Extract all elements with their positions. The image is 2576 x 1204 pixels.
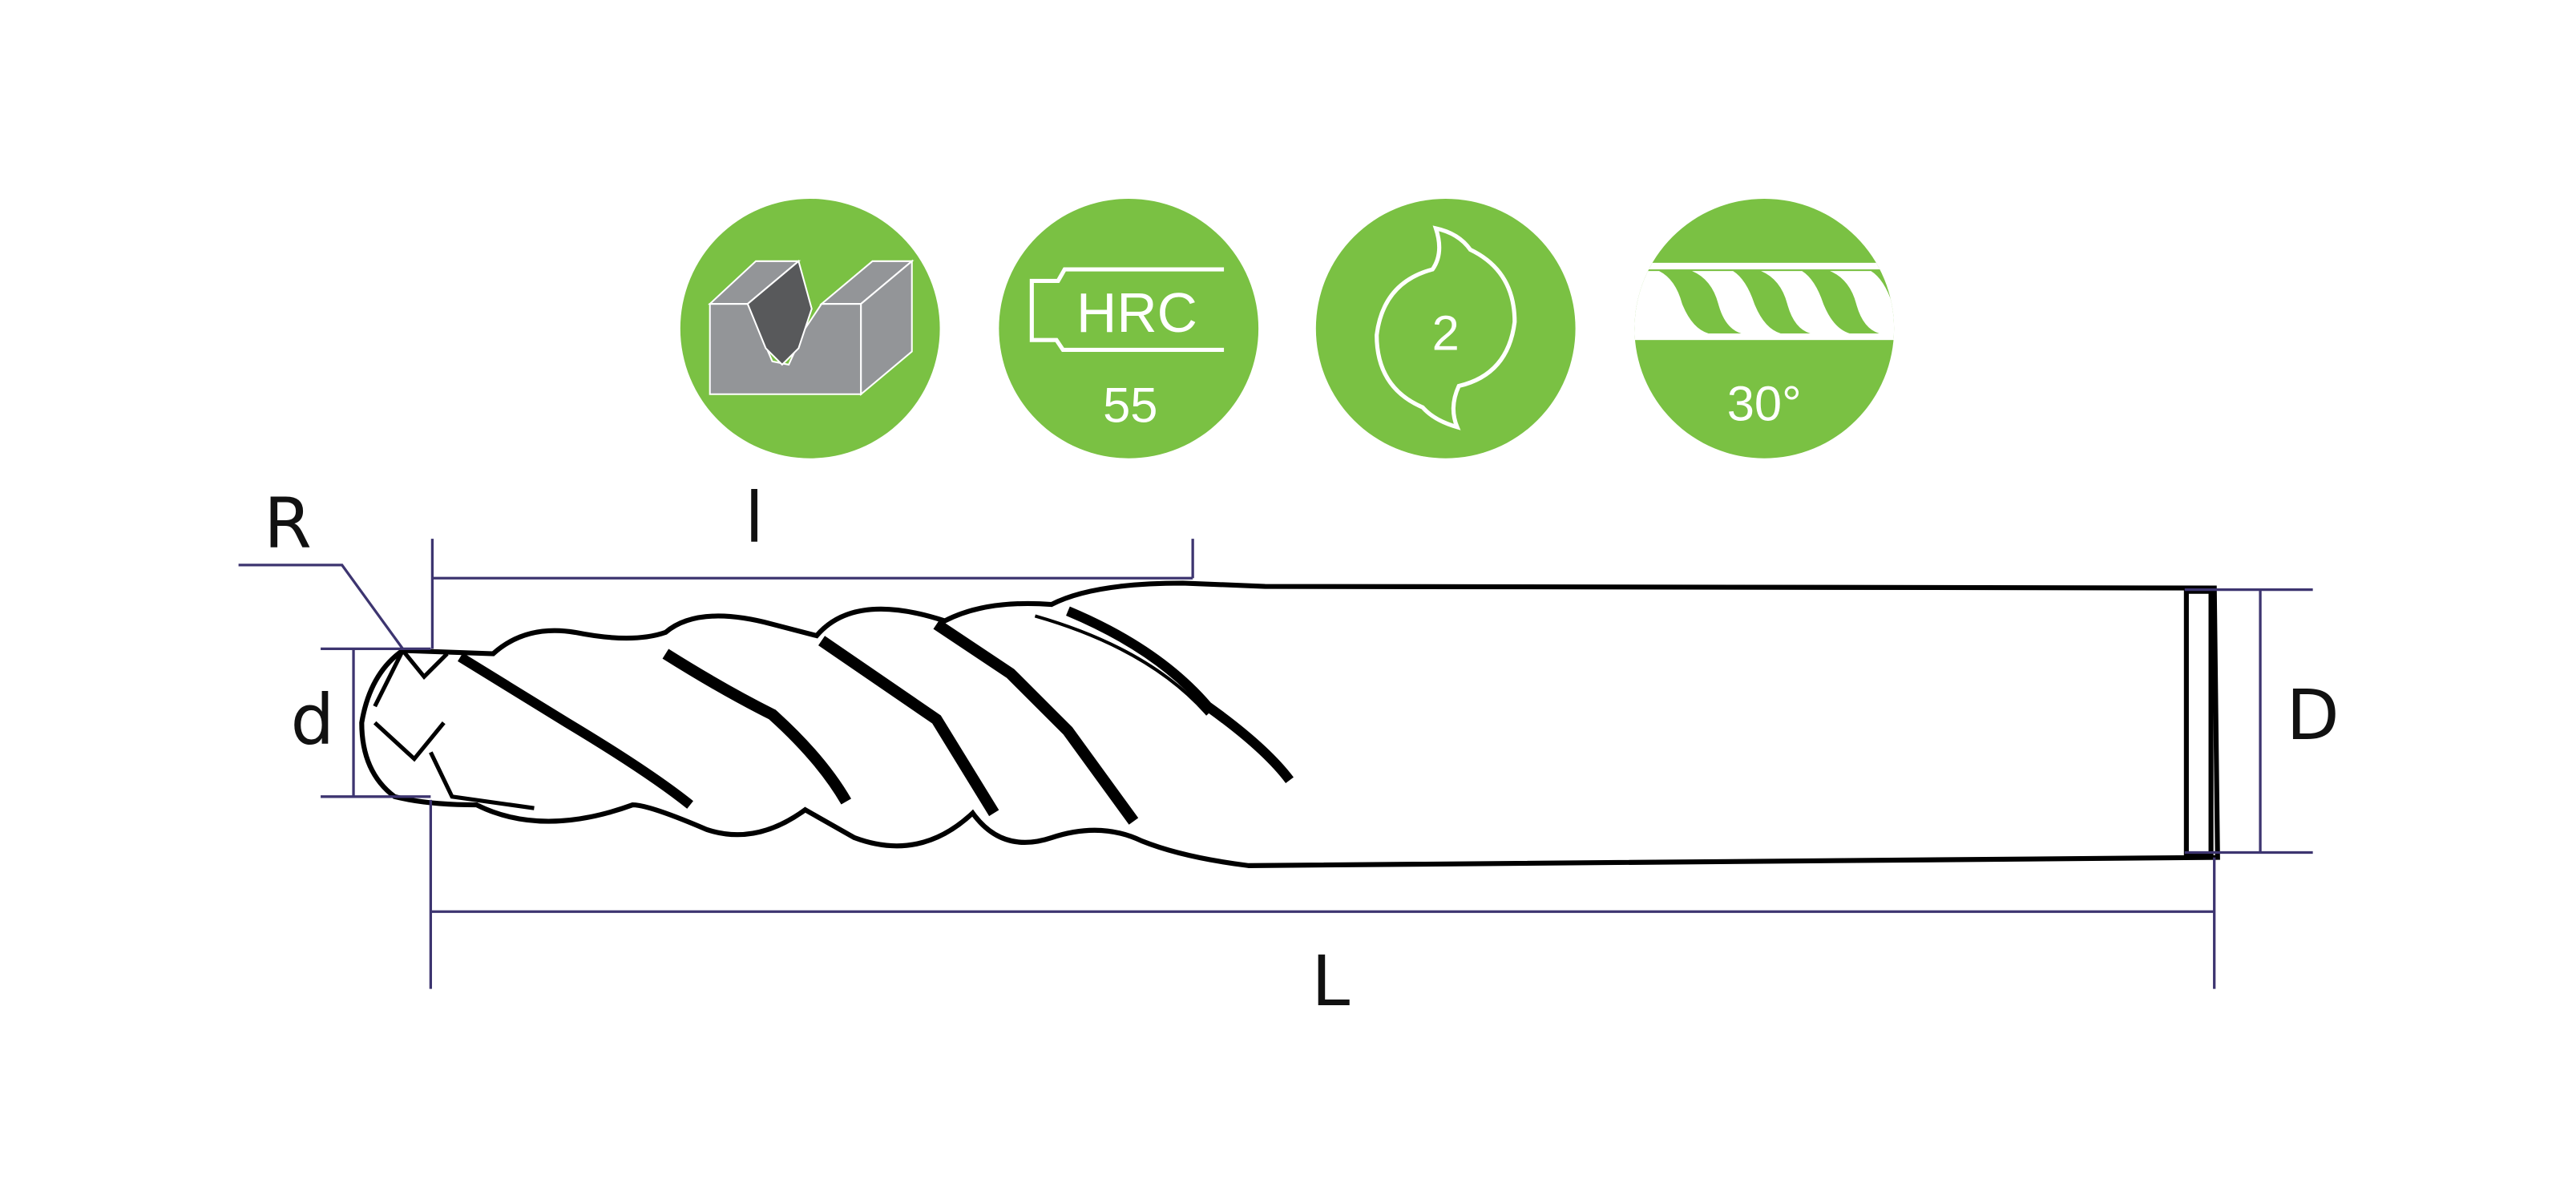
cutting-diameter-label: d bbox=[291, 681, 335, 761]
dimension-lines bbox=[238, 539, 2313, 989]
flute bbox=[1066, 606, 1294, 784]
helix-angle-icon: 30° bbox=[1634, 198, 1895, 459]
radius-label: R bbox=[264, 483, 312, 564]
flute-edge bbox=[1034, 614, 1209, 716]
helix-angle-value: 30° bbox=[1727, 377, 1802, 432]
overall-length-label: L bbox=[1311, 942, 1350, 1022]
cutting-length-label: l bbox=[745, 479, 764, 559]
shank-diameter-label: D bbox=[2287, 676, 2340, 756]
hrc-label: HRC bbox=[1076, 281, 1197, 344]
flute bbox=[933, 619, 1139, 825]
flute bbox=[818, 636, 999, 817]
flute-count-value: 2 bbox=[1432, 305, 1460, 361]
flute bbox=[458, 653, 693, 809]
groove-profile-icon bbox=[680, 198, 940, 459]
flute bbox=[662, 648, 851, 805]
shank-end bbox=[2183, 588, 2214, 857]
flute-count-icon: 2 bbox=[1315, 198, 1576, 459]
hrc-value: 55 bbox=[1103, 378, 1157, 434]
end-mill-drawing bbox=[359, 580, 2220, 868]
hardness-icon: HRC 55 bbox=[999, 198, 1259, 459]
tip-face bbox=[373, 648, 535, 810]
tool-outline bbox=[359, 580, 2220, 868]
